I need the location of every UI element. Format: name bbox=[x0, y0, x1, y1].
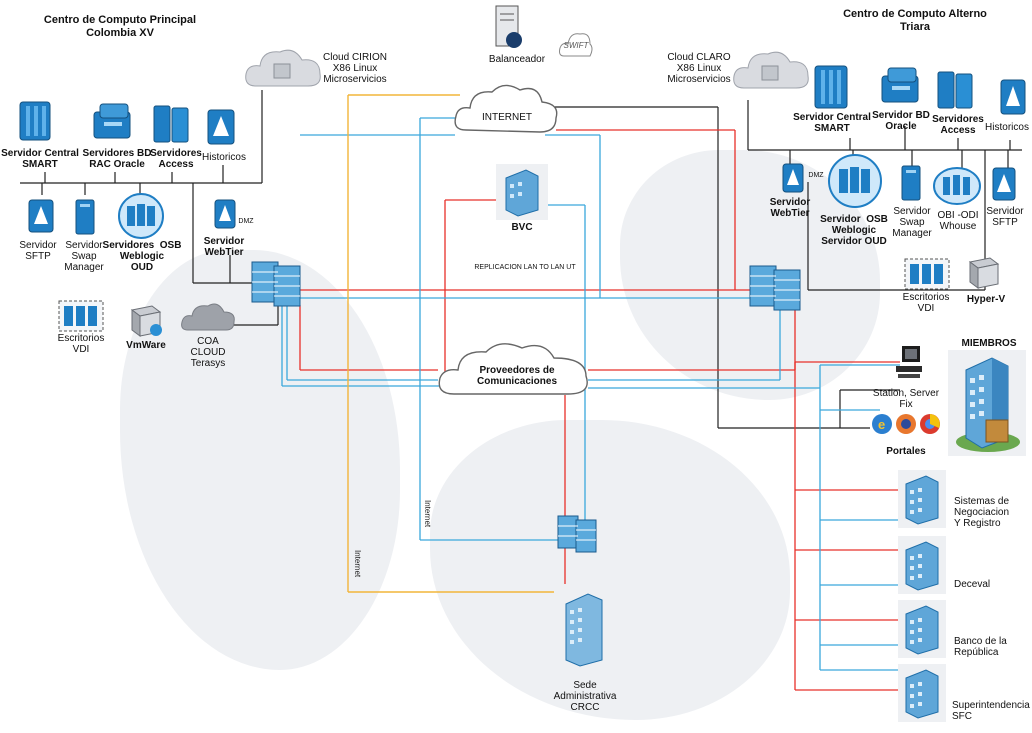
building-icon bbox=[898, 470, 946, 528]
osb-servers-icon bbox=[828, 154, 882, 208]
cloud-claro-icon bbox=[733, 51, 809, 89]
right-webtier-label: Servidor WebTier bbox=[769, 197, 811, 219]
right-obi-label: OBI -ODI Whouse bbox=[937, 210, 979, 232]
internet-cloud-icon bbox=[454, 84, 558, 133]
hyperv-label: Hyper-V bbox=[966, 294, 1006, 305]
replicacion-label: REPLICACION LAN TO LAN UT bbox=[474, 264, 576, 271]
historicos-icon bbox=[207, 109, 235, 145]
left-dmz-label: DMZ bbox=[238, 218, 254, 225]
cloud-cirion-label: Cloud CIRION X86 Linux Microservicios bbox=[323, 52, 387, 85]
database-server-icon bbox=[881, 67, 919, 103]
webtier-server-icon bbox=[782, 163, 804, 193]
building-icon bbox=[898, 536, 946, 594]
banco-label: Banco de la República bbox=[954, 636, 1007, 658]
left-bd-label: Servidores BD RAC Oracle bbox=[82, 148, 152, 170]
station-label: Station, Server Fix bbox=[872, 388, 940, 410]
vdi-desktops-icon bbox=[58, 300, 104, 332]
title-alterno: Centro de Computo Alterno Triara bbox=[843, 8, 987, 33]
portales-label: Portales bbox=[886, 446, 926, 457]
super-label: Superintendencia SFC bbox=[952, 700, 1030, 722]
internet-label: INTERNET bbox=[482, 112, 532, 123]
title-principal: Centro de Computo Principal Colombia XV bbox=[43, 14, 197, 39]
right-osb-label: Servidor OSB Weblogic Servidor OUD bbox=[820, 214, 888, 247]
left-swap-label: Servidor Swap Manager bbox=[64, 240, 104, 273]
access-servers-icon bbox=[153, 105, 189, 143]
vmware-server-icon bbox=[130, 305, 162, 337]
internet-vertical-label-2: Internet bbox=[353, 550, 362, 578]
cloud-claro-label: Cloud CLARO X86 Linux Microservicios bbox=[667, 52, 731, 85]
sftp-server-icon bbox=[28, 199, 54, 233]
left-vdi-label: Escritorios VDI bbox=[57, 333, 105, 355]
left-webtier-label: Servidor WebTier bbox=[203, 236, 245, 258]
swift-label: SWIFT bbox=[563, 41, 589, 50]
swift-icon bbox=[559, 33, 593, 57]
browser-icons: e bbox=[872, 414, 940, 434]
internet-vertical-label: Internet bbox=[423, 500, 432, 528]
balanceador-icon bbox=[495, 5, 522, 48]
proveedores-cloud-icon bbox=[438, 343, 588, 395]
right-vdi-label: Escritorios VDI bbox=[902, 292, 950, 314]
building-icon bbox=[898, 664, 946, 722]
miembros-title: MIEMBROS bbox=[961, 338, 1017, 349]
right-smart-label: Servidor Central SMART bbox=[793, 112, 871, 134]
sede-label: Sede Administrativa CRCC bbox=[553, 680, 617, 713]
proveedores-label: Proveedores de Comunicaciones bbox=[476, 365, 558, 387]
firewall-icon bbox=[251, 261, 301, 307]
sistemas-label: Sistemas de Negociacion Y Registro bbox=[954, 496, 1010, 529]
bvc-building-icon bbox=[496, 164, 548, 220]
server-tower-icon bbox=[19, 101, 51, 141]
swap-server-icon bbox=[901, 165, 921, 201]
right-sftp-label: Servidor SFTP bbox=[986, 206, 1024, 228]
swap-server-icon bbox=[75, 199, 95, 235]
firewall-icon bbox=[749, 265, 801, 311]
svg-text:e: e bbox=[878, 417, 885, 432]
database-server-icon bbox=[93, 103, 131, 139]
vdi-desktops-icon bbox=[904, 258, 950, 290]
obi-odi-icon bbox=[933, 167, 981, 205]
left-sftp-label: Servidor SFTP bbox=[19, 240, 57, 262]
sftp-server-icon bbox=[992, 167, 1016, 201]
server-tower-icon bbox=[814, 65, 848, 109]
building-icon bbox=[898, 600, 946, 658]
coa-cloud-label: COA CLOUD Terasys bbox=[190, 336, 226, 369]
background-map bbox=[120, 250, 400, 670]
right-bd-label: Servidor BD Oracle bbox=[872, 110, 930, 132]
miembros-building-icon bbox=[948, 350, 1026, 456]
right-swap-label: Servidor Swap Manager bbox=[892, 206, 932, 239]
left-osb-label: Servidores OSB Weblogic OUD bbox=[102, 240, 182, 273]
left-smart-label: Servidor Central SMART bbox=[1, 148, 79, 170]
sede-building-icon bbox=[554, 584, 614, 670]
hyperv-server-icon bbox=[968, 257, 1000, 289]
cloud-cirion-icon bbox=[245, 49, 321, 87]
left-access-label: Servidores Access bbox=[150, 148, 202, 170]
vmware-label: VmWare bbox=[126, 340, 166, 351]
right-access-label: Servidores Access bbox=[932, 114, 984, 136]
bvc-label: BVC bbox=[511, 222, 533, 233]
deceval-label: Deceval bbox=[954, 579, 991, 590]
access-servers-icon bbox=[937, 71, 973, 109]
historicos-icon bbox=[1000, 79, 1026, 115]
left-historicos-label: Historicos bbox=[202, 152, 246, 163]
coa-cloud-icon bbox=[181, 303, 235, 331]
webtier-server-icon bbox=[214, 199, 236, 229]
background-map bbox=[430, 420, 790, 720]
balanceador-label: Balanceador bbox=[488, 54, 546, 65]
osb-servers-icon bbox=[118, 193, 164, 239]
workstation-icon bbox=[896, 346, 922, 378]
right-historicos-label: Historicos bbox=[985, 122, 1029, 133]
right-dmz-label: DMZ bbox=[808, 172, 824, 179]
firewall-sede-icon bbox=[557, 515, 597, 553]
